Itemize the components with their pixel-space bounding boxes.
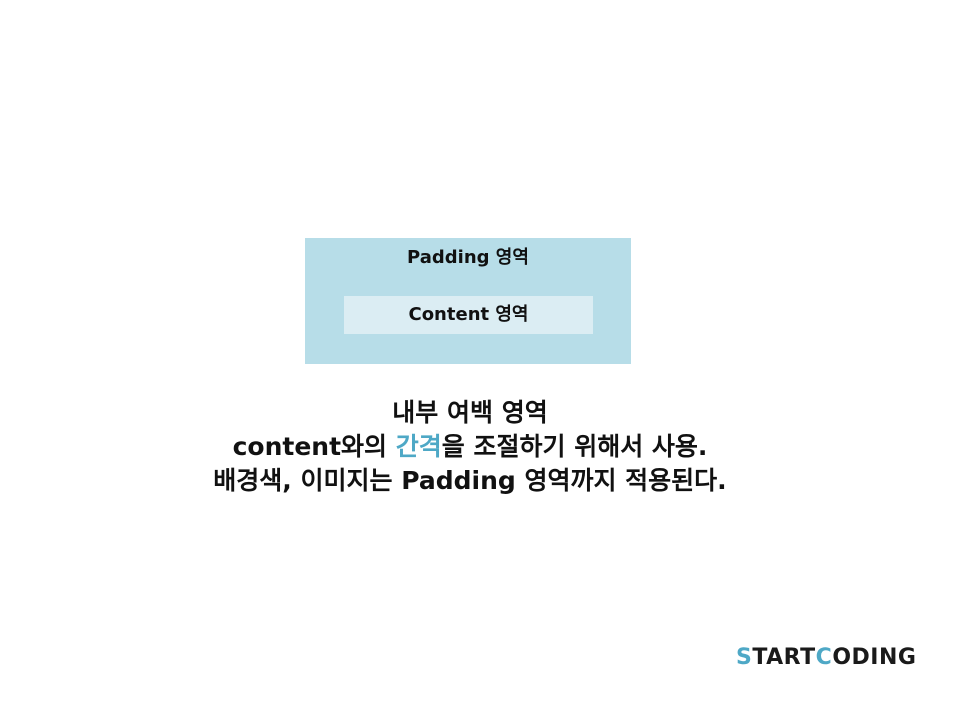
- description-text: 내부 여백 영역 content와의 간격을 조절하기 위해서 사용. 배경색,…: [130, 396, 810, 498]
- logo-text-tart: TART: [752, 645, 816, 670]
- logo-letter-c: C: [815, 645, 833, 670]
- logo-letter-s: S: [736, 645, 753, 670]
- startcoding-logo: STARTCODING: [736, 644, 916, 672]
- content-area-box: Content 영역: [344, 296, 593, 334]
- logo-text-oding: ODING: [832, 645, 917, 670]
- description-highlight-word: 간격: [395, 432, 442, 461]
- padding-area-box: Padding 영역 Content 영역: [305, 238, 631, 364]
- description-line-2-suffix: 을 조절하기 위해서 사용.: [441, 432, 708, 461]
- content-area-label: Content 영역: [408, 304, 529, 325]
- description-line-2: content와의 간격을 조절하기 위해서 사용.: [130, 430, 810, 464]
- description-line-3: 배경색, 이미지는 Padding 영역까지 적용된다.: [213, 466, 727, 495]
- description-line-1: 내부 여백 영역: [392, 398, 548, 427]
- padding-area-label: Padding 영역: [407, 247, 529, 268]
- description-line-2-prefix: content와의: [232, 432, 396, 461]
